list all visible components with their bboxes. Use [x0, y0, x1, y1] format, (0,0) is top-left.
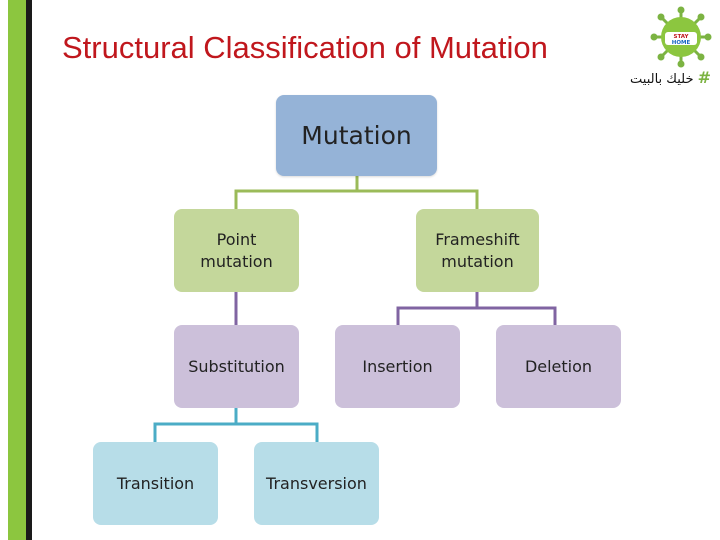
virus-stay-home-logo: STAY HOME [650, 6, 712, 68]
stay-home-hashtag: # خليك بالبيت [630, 68, 712, 87]
node-frameshift-mutation: Frameshift mutation [416, 209, 539, 292]
node-mutation: Mutation [276, 95, 437, 176]
side-bar-green [8, 0, 26, 540]
node-transversion: Transversion [254, 442, 379, 525]
node-insertion: Insertion [335, 325, 460, 408]
connector-frameshift-to-children [396, 292, 557, 325]
connector-substitution-to-level3 [153, 408, 319, 442]
slide-title: Structural Classification of Mutation [62, 30, 548, 65]
connector-root-to-level1 [234, 176, 479, 209]
side-bar-white [0, 0, 8, 540]
node-point-mutation: Point mutation [174, 209, 299, 292]
node-substitution: Substitution [174, 325, 299, 408]
node-transition: Transition [93, 442, 218, 525]
side-bar-black [26, 0, 32, 540]
svg-text:STAY: STAY [674, 34, 690, 40]
svg-text:HOME: HOME [672, 40, 691, 46]
node-deletion: Deletion [496, 325, 621, 408]
